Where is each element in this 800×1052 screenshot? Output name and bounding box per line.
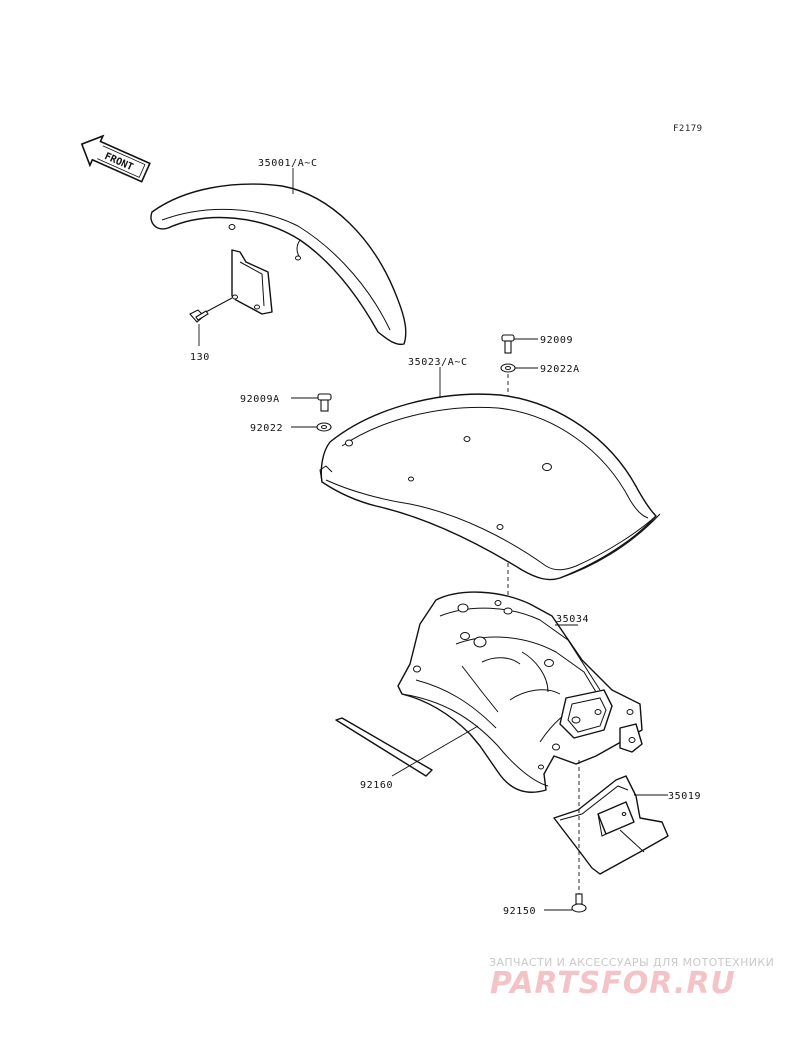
- rear-fender: [319, 393, 661, 581]
- bolt-92009-label: 92009: [540, 335, 573, 346]
- bolt-92009a-icon: [317, 393, 332, 412]
- bolt-92009-icon: [501, 334, 515, 354]
- screw-92150-icon: [571, 893, 587, 913]
- washer-92022a-icon: [500, 363, 516, 373]
- watermark-brand: PARTSFOR.RU: [490, 966, 736, 1001]
- figure-code: F2179: [673, 124, 703, 134]
- bolt-92009a-label: 92009A: [240, 394, 280, 405]
- rear-fender-label: 35023/A~C: [408, 357, 468, 368]
- bolt-130-label: 130: [190, 352, 210, 363]
- strip-92160-label: 92160: [360, 780, 393, 791]
- leader-line: [391, 725, 479, 777]
- watermark-tagline: ЗАПЧАСТИ И АКСЕССУАРЫ ДЛЯ МОТОТЕХНИКИ: [489, 956, 774, 969]
- washer-92022a-label: 92022A: [540, 364, 580, 375]
- strip-92160: [335, 717, 433, 777]
- front-arrow-icon: FRONT: [80, 134, 151, 183]
- bolt-130-icon: [189, 297, 233, 323]
- flap-35019: [553, 775, 669, 875]
- inner-fender: [397, 591, 643, 793]
- front-fender: [150, 183, 407, 346]
- washer-92022-icon: [316, 422, 332, 432]
- screw-92150-label: 92150: [503, 906, 536, 917]
- front-fender-label: 35001/A~C: [258, 158, 318, 169]
- inner-fender-label: 35034: [556, 614, 589, 625]
- washer-92022-label: 92022: [250, 423, 283, 434]
- flap-35019-label: 35019: [668, 791, 701, 802]
